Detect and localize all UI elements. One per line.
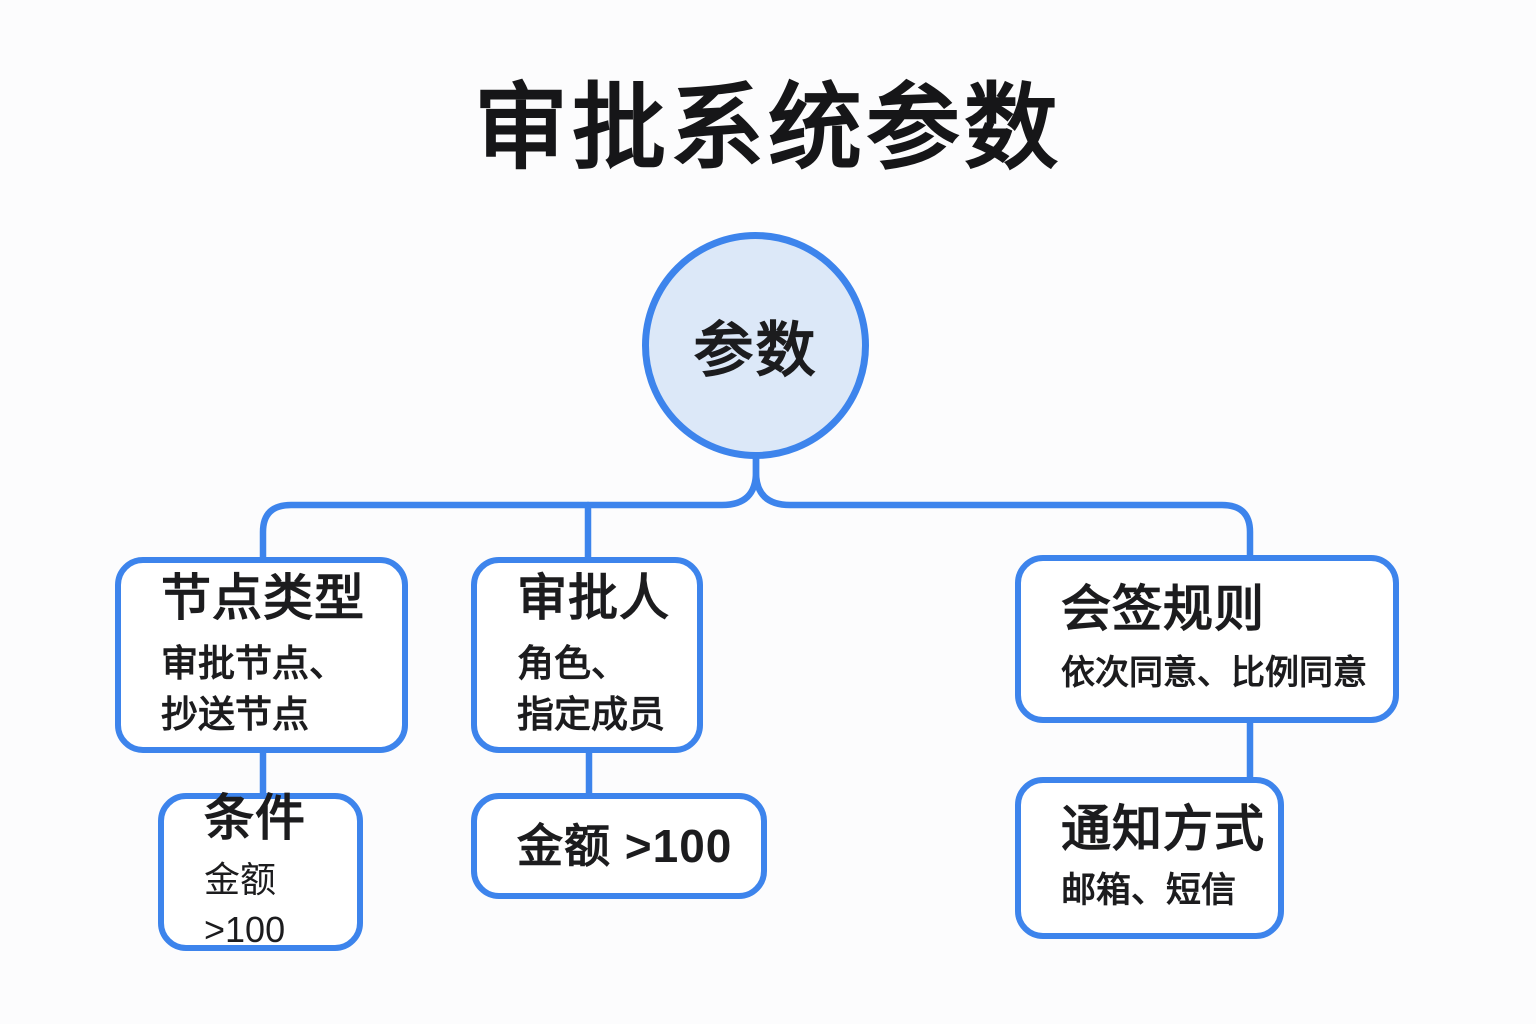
branch-countersign-rules-title: 会签规则 [1061,580,1265,637]
leaf-condition-subtitle: 金额 >100 [204,859,286,950]
branch-countersign-rules-subtitle: 依次同意、比例同意 [1061,654,1367,693]
leaf-amount-rule-title: 金额 >100 [517,819,733,872]
leaf-notification-method-subtitle: 邮箱、短信 [1061,870,1237,910]
leaf-condition: 条件 金额 >100 [158,789,363,951]
leaf-condition-title: 条件 [204,789,306,846]
connector-root-left [259,446,760,566]
leaf-notification-method: 通知方式 邮箱、短信 [1015,777,1284,939]
root-node-label: 参数 [693,317,818,384]
leaf-notification-method-title: 通知方式 [1061,801,1265,858]
page-title: 审批系统参数 [473,75,1062,180]
branch-node-type: 节点类型 审批节点、 抄送节点 [115,557,408,753]
leaf-amount-rule: 金额 >100 [471,793,767,899]
branch-node-type-subtitle: 审批节点、 抄送节点 [161,642,346,735]
branch-countersign-rules: 会签规则 依次同意、比例同意 [1015,555,1399,723]
connector-root-right [752,446,1254,564]
branch-node-type-title: 节点类型 [161,570,365,627]
branch-approver-title: 审批人 [517,570,670,627]
root-node: 参数 [642,232,869,459]
branch-approver: 审批人 角色、 指定成员 [471,557,703,753]
branch-approver-subtitle: 角色、 指定成员 [517,642,665,735]
